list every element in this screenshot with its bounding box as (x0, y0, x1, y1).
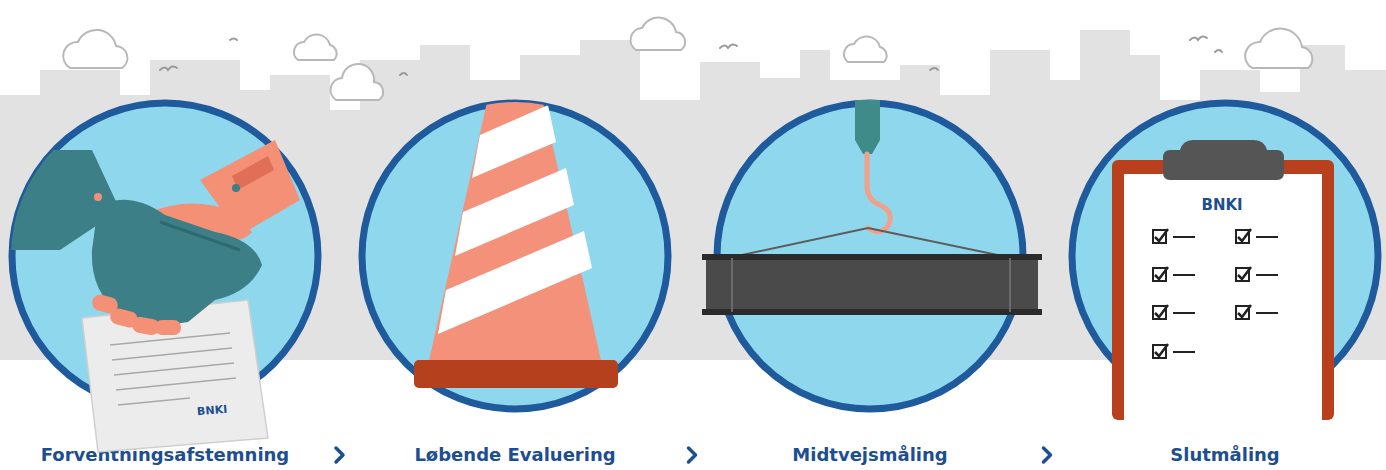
step-title: Løbende Evaluering (318, 444, 712, 466)
contract-paper (82, 300, 268, 452)
birds (160, 36, 1222, 75)
check-line (1173, 274, 1195, 276)
traffic-cone-illustration (414, 80, 618, 388)
step-title: Slutmåling (1028, 444, 1386, 466)
check-line (1256, 274, 1278, 276)
handshake-illustration (0, 140, 300, 452)
check-line (1173, 236, 1195, 238)
brand-label: BNKI (1202, 197, 1243, 214)
check-mark (1238, 229, 1251, 241)
clouds (63, 18, 1312, 100)
orange-fingers (90, 293, 181, 336)
chevron-path (1044, 448, 1051, 462)
chevron-path (689, 448, 696, 462)
check-line (1256, 312, 1278, 314)
crane-beam-illustration (702, 100, 1042, 315)
step-chevron (336, 448, 343, 462)
step-chevron (1044, 448, 1051, 462)
cone-base (414, 360, 618, 388)
check-mark (1155, 344, 1168, 356)
step-title: Forventningsafstemning (0, 444, 362, 466)
check-mark (1155, 305, 1168, 317)
check-mark (1155, 229, 1168, 241)
check-mark (1155, 267, 1168, 279)
step-title: Midtvejsmåling (673, 444, 1067, 466)
check-line (1256, 236, 1278, 238)
chevron-path (336, 448, 343, 462)
check-mark (1238, 267, 1251, 279)
brand-label: BNKI (196, 402, 227, 418)
step-chevron (689, 448, 696, 462)
checklist (1153, 229, 1278, 358)
clipboard-illustration (1112, 140, 1334, 420)
check-mark (1238, 305, 1251, 317)
check-line (1173, 351, 1195, 353)
check-line (1173, 312, 1195, 314)
